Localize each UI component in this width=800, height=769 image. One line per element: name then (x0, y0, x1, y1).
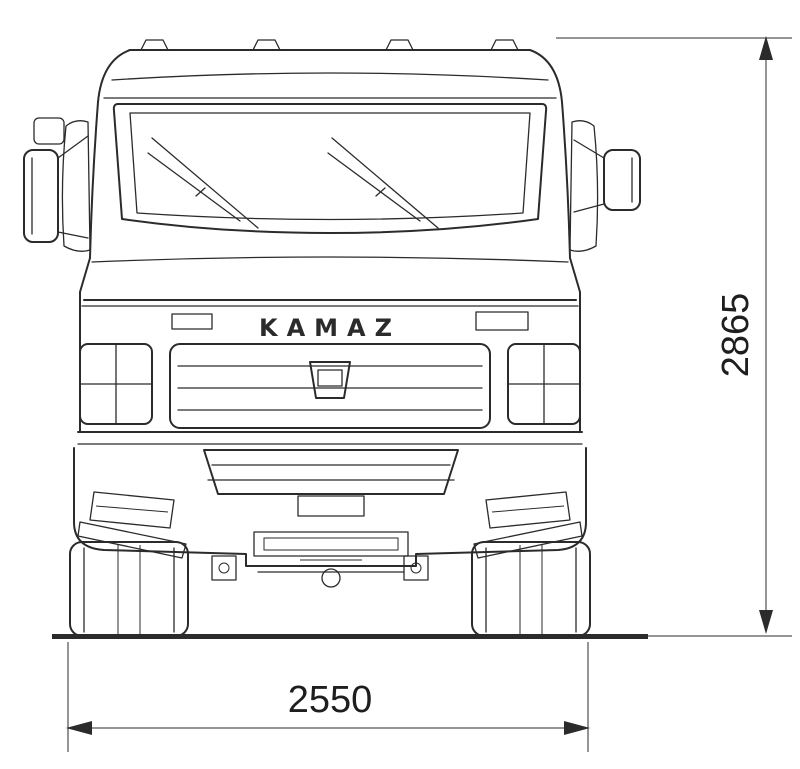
bumper-fin-right (473, 521, 583, 559)
fog-lamp-left (89, 491, 175, 529)
windshield (112, 103, 548, 234)
corner-deflector-right (569, 120, 599, 252)
headlight-left (79, 343, 153, 425)
corner-deflector-left (61, 120, 91, 252)
cab-sides (79, 101, 581, 433)
front-panel (81, 256, 579, 307)
arrow-up-icon (759, 36, 773, 60)
bumper (73, 431, 587, 567)
roof-marker-lamps (140, 39, 519, 51)
grille (169, 343, 491, 429)
kamaz-badge-text: KAMAZ (259, 314, 401, 342)
bumper-fin-left (77, 521, 187, 559)
width-dimension: 2550 (66, 642, 590, 752)
grille-emblem (309, 361, 351, 399)
lower-grille (203, 449, 459, 495)
height-dimension: 2865 (556, 36, 792, 634)
arrow-left-icon (66, 721, 92, 735)
axle-center (321, 568, 341, 588)
license-plate (297, 495, 365, 517)
mirror-right (573, 139, 641, 213)
tow-hook-left (211, 555, 237, 581)
mirror-left (23, 117, 89, 243)
bumper-step (253, 531, 409, 557)
headlight-right (507, 343, 581, 425)
badge-row: KAMAZ (171, 311, 529, 342)
roof (97, 49, 563, 103)
ground-line (52, 634, 792, 639)
wiper-right (327, 137, 439, 229)
tow-hook-right (403, 555, 429, 581)
height-dimension-label: 2865 (715, 293, 757, 378)
undercarriage (211, 555, 429, 588)
width-dimension-label: 2550 (288, 679, 373, 721)
arrow-down-icon (759, 610, 773, 634)
wiper-left (147, 137, 259, 229)
truck-cab: KAMAZ (23, 39, 641, 637)
arrow-right-icon (564, 721, 590, 735)
fog-lamp-right (485, 491, 571, 529)
